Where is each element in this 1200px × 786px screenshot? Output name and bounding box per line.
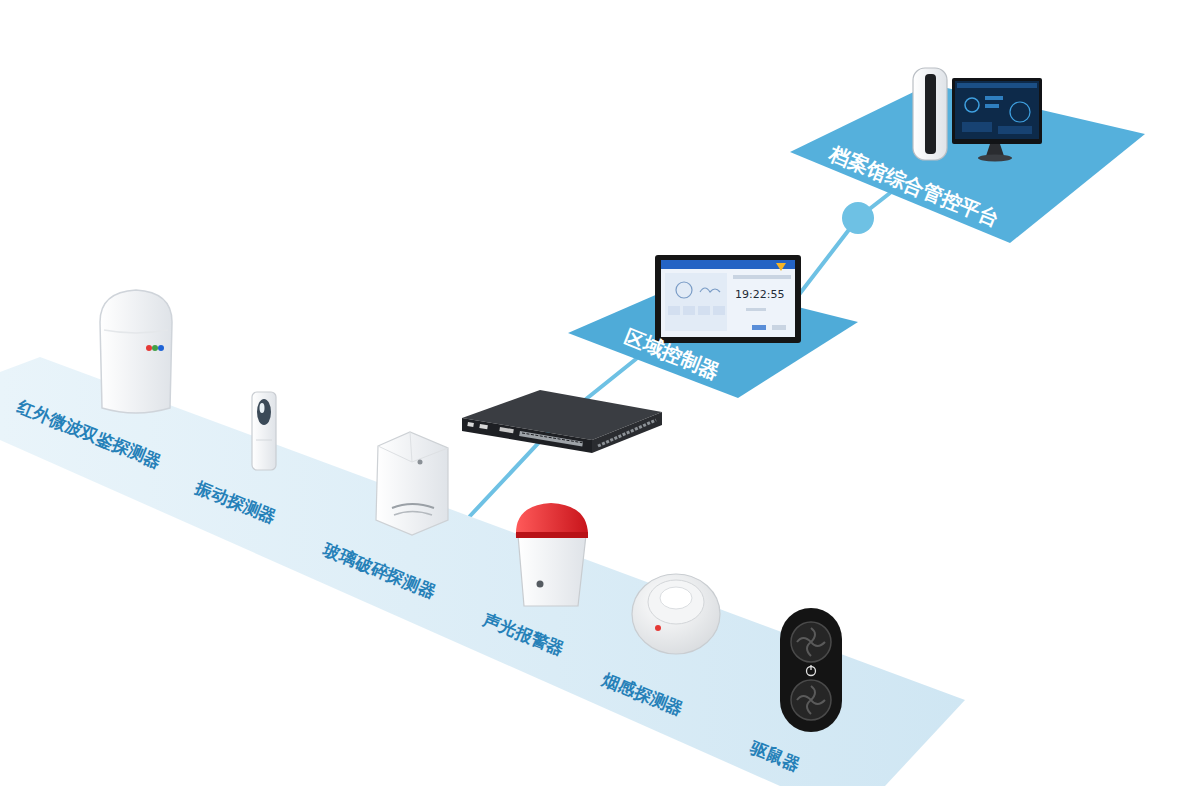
siren-alarm-part (516, 503, 588, 537)
management-computer-part (1010, 102, 1030, 122)
management-computer-part (913, 68, 947, 160)
network-switch-part (522, 433, 584, 443)
pir-microwave-detector-part (158, 345, 164, 351)
pir-microwave-detector-part (100, 290, 172, 413)
vibration-detector-part (256, 440, 272, 441)
management-computer-part (955, 81, 1039, 139)
pir-microwave-detector-part (152, 345, 158, 351)
glass-break-detector-part (418, 460, 423, 465)
region-controller-tablet-part (752, 325, 766, 330)
glass-break-detector-part (392, 504, 434, 508)
mouse-repeller-part (780, 608, 842, 732)
region-controller-tablet-part (746, 308, 766, 311)
network-switch-part (519, 431, 583, 447)
management-computer-part (957, 83, 1037, 88)
mouse-repeller-part (791, 622, 831, 662)
management-computer (913, 68, 1042, 162)
vibration-detector-part (252, 392, 276, 470)
vibration-detector (252, 392, 276, 470)
region-controller-tablet-part (668, 306, 680, 315)
glass-break-detector-part (378, 446, 412, 462)
pir-microwave-detector (100, 290, 172, 413)
region-controller-tablet-part (698, 306, 710, 315)
management-computer-part (998, 126, 1032, 134)
pir-microwave-detector-part (146, 345, 152, 351)
band-polygon (0, 357, 965, 786)
mouse-repeller-part (810, 665, 811, 670)
management-computer-part (978, 155, 1012, 162)
network-switch-part (467, 422, 474, 427)
region-controller-tablet-part (661, 260, 795, 269)
network-switch (462, 390, 662, 453)
pir-microwave-detector-part (104, 330, 168, 333)
region-controller-tablet-part (676, 282, 692, 298)
region-controller-tablet-part (776, 263, 786, 271)
smoke-detector-part (660, 587, 692, 609)
management-computer-part (985, 96, 1003, 100)
region-controller-tablet-part (683, 306, 695, 315)
management-computer-part (925, 74, 936, 154)
management-computer-part (962, 122, 992, 132)
smoke-detector-part (648, 580, 704, 624)
smoke-detector (632, 574, 720, 654)
region-controller-tablet-part (655, 255, 801, 343)
region-controller-tablet-part (733, 275, 791, 279)
glass-break-detector (376, 432, 448, 535)
mouse-repeller-part (797, 628, 825, 656)
region-controller-tablet-part (661, 260, 795, 337)
network-link (791, 193, 890, 305)
relay-dot (842, 202, 874, 234)
glass-break-detector-part (394, 512, 432, 516)
siren-alarm-part (516, 532, 588, 538)
glass-break-detector-part (410, 432, 448, 462)
region-controller-tablet-part (713, 306, 725, 315)
management-computer-part (986, 144, 1004, 156)
region-controller-tablet-part (700, 288, 720, 292)
mouse-repeller-part (797, 686, 825, 714)
vibration-detector-part (257, 399, 271, 425)
network-switch-part (462, 418, 592, 453)
mouse-repeller-part (791, 680, 831, 720)
network-switch-part (479, 424, 488, 429)
network-switch-part (499, 427, 513, 433)
siren-alarm-part (518, 535, 586, 606)
region-controller-tablet (655, 255, 801, 343)
glass-break-detector-part (376, 432, 448, 535)
management-computer-part (952, 78, 1042, 144)
relay-dot-part (842, 202, 874, 234)
smoke-detector-part (632, 574, 720, 654)
clock-time: 19:22:55 (735, 289, 784, 301)
region-controller-tablet-part (772, 325, 786, 330)
siren-alarm (516, 503, 588, 606)
mouse-repeller (780, 608, 842, 732)
management-computer-part (985, 104, 999, 108)
siren-alarm-part (537, 581, 544, 588)
smoke-detector-part (655, 625, 661, 631)
network-switch-part (592, 412, 662, 453)
region-controller-tablet-part (665, 273, 727, 331)
management-computer-part (965, 98, 979, 112)
vibration-detector-part (260, 403, 265, 413)
network-switch-part (598, 420, 656, 446)
